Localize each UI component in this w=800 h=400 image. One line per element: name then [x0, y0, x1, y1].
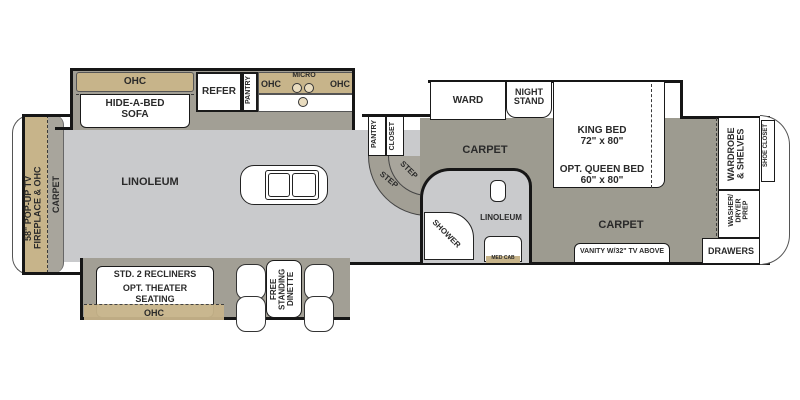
bed-label-1: KING BED	[577, 125, 627, 136]
night-stand[interactable]	[506, 82, 552, 118]
sink-basin-right	[292, 173, 316, 197]
wardrobe-ward[interactable]	[430, 82, 506, 120]
dinette-chair[interactable]	[304, 296, 334, 332]
hide-a-bed-sofa[interactable]	[80, 94, 190, 128]
med-cab[interactable]	[486, 256, 520, 263]
free-standing-dinette[interactable]	[266, 260, 302, 318]
washer-dryer-prep[interactable]	[718, 190, 760, 238]
sink-icon	[265, 170, 319, 200]
ohc-top-cabinet	[76, 72, 194, 92]
micro-label: MICRO	[292, 72, 316, 79]
ward-label: WARD	[452, 95, 484, 106]
refrigerator[interactable]	[196, 72, 242, 112]
refer-label: REFER	[202, 86, 236, 97]
cabinet-dash	[47, 115, 48, 273]
wardrobe-label: WARDROBE & SHELVES	[726, 127, 746, 181]
main-wall-top-left	[55, 127, 73, 130]
bedroom-top-wall-2	[680, 116, 770, 119]
front-wall-top	[22, 114, 72, 117]
bedroom-carpet-lower-label: CARPET	[598, 219, 644, 231]
sofa-label: HIDE-A-BED SOFA	[105, 98, 165, 120]
drawers[interactable]	[702, 238, 760, 264]
toilet-icon[interactable]	[490, 180, 506, 202]
ohc-bottom-cabinet	[84, 304, 224, 320]
bed-dash	[651, 84, 652, 188]
bedroom-inner-wall	[680, 80, 683, 118]
dinette-chair[interactable]	[236, 264, 266, 300]
bedroom-bottom-wall	[420, 262, 770, 265]
main-wall-bottom	[350, 262, 420, 265]
closet-dash	[716, 118, 717, 236]
recliners-label-3: SEATING	[135, 294, 175, 304]
dinette-chair[interactable]	[304, 264, 334, 300]
king-bed[interactable]	[553, 82, 665, 188]
ohc-left-label: OHC	[261, 79, 281, 89]
stove-burner-icon	[304, 83, 314, 93]
stove-burner-icon	[298, 97, 308, 107]
ohc-top-label: OHC	[123, 76, 147, 87]
bath-floor-label: LINOLEUM	[480, 213, 522, 222]
bed-label-2: 72" x 80"	[580, 136, 624, 147]
kitchen-island[interactable]	[240, 165, 328, 205]
vanity-label: VANITY W/32" TV ABOVE	[579, 248, 665, 255]
bed-label-4: 60" x 80"	[580, 175, 624, 186]
med-cab-label: MED CAB	[491, 255, 515, 261]
shower[interactable]	[424, 212, 474, 260]
step-wall	[362, 114, 432, 117]
shoe-closet[interactable]	[761, 120, 775, 182]
recliners-label-2: OPT. THEATER	[122, 283, 188, 293]
pantry-label: PANTRY	[371, 120, 378, 148]
front-carpet-strip	[48, 115, 64, 273]
top-slide-right-wall	[352, 68, 355, 130]
washer-label: WASHER/ DRYER PREP	[728, 194, 750, 227]
pantry-top-label: PANTRY	[245, 76, 252, 104]
drawers-label: DRAWERS	[707, 246, 754, 256]
living-floor-linoleum	[55, 130, 420, 262]
stove-burner-icon	[292, 83, 302, 93]
bed-label-3: OPT. QUEEN BED	[559, 164, 645, 175]
vanity[interactable]	[574, 243, 670, 263]
front-cabinet-label: 58" POP-UP TV FIREPLACE & OHC	[23, 166, 43, 250]
ohc-bottom-label: OHC	[144, 308, 164, 318]
living-floor-label: LINOLEUM	[121, 176, 179, 188]
front-carpet-label: CARPET	[51, 176, 61, 214]
front-tv-fireplace-cabinet	[22, 115, 48, 273]
night-stand-label: NIGHT STAND	[513, 87, 545, 107]
wardrobe-shelves[interactable]	[718, 118, 760, 190]
recliners-label-1: STD. 2 RECLINERS	[113, 269, 197, 279]
closet-label: CLOSET	[389, 122, 396, 151]
dinette-label: FREE STANDING DINETTE	[269, 268, 295, 310]
sink-basin-left	[268, 173, 290, 197]
pantry-top[interactable]	[242, 72, 258, 112]
dinette-chair[interactable]	[236, 296, 266, 332]
bedroom-top-wall	[428, 80, 680, 83]
bedroom-carpet-upper-label: CARPET	[462, 144, 508, 156]
ohc-right-label: OHC	[330, 79, 350, 89]
shoe-closet-label: SHOE CLOSET	[763, 124, 769, 168]
front-wall-bottom	[22, 272, 80, 275]
